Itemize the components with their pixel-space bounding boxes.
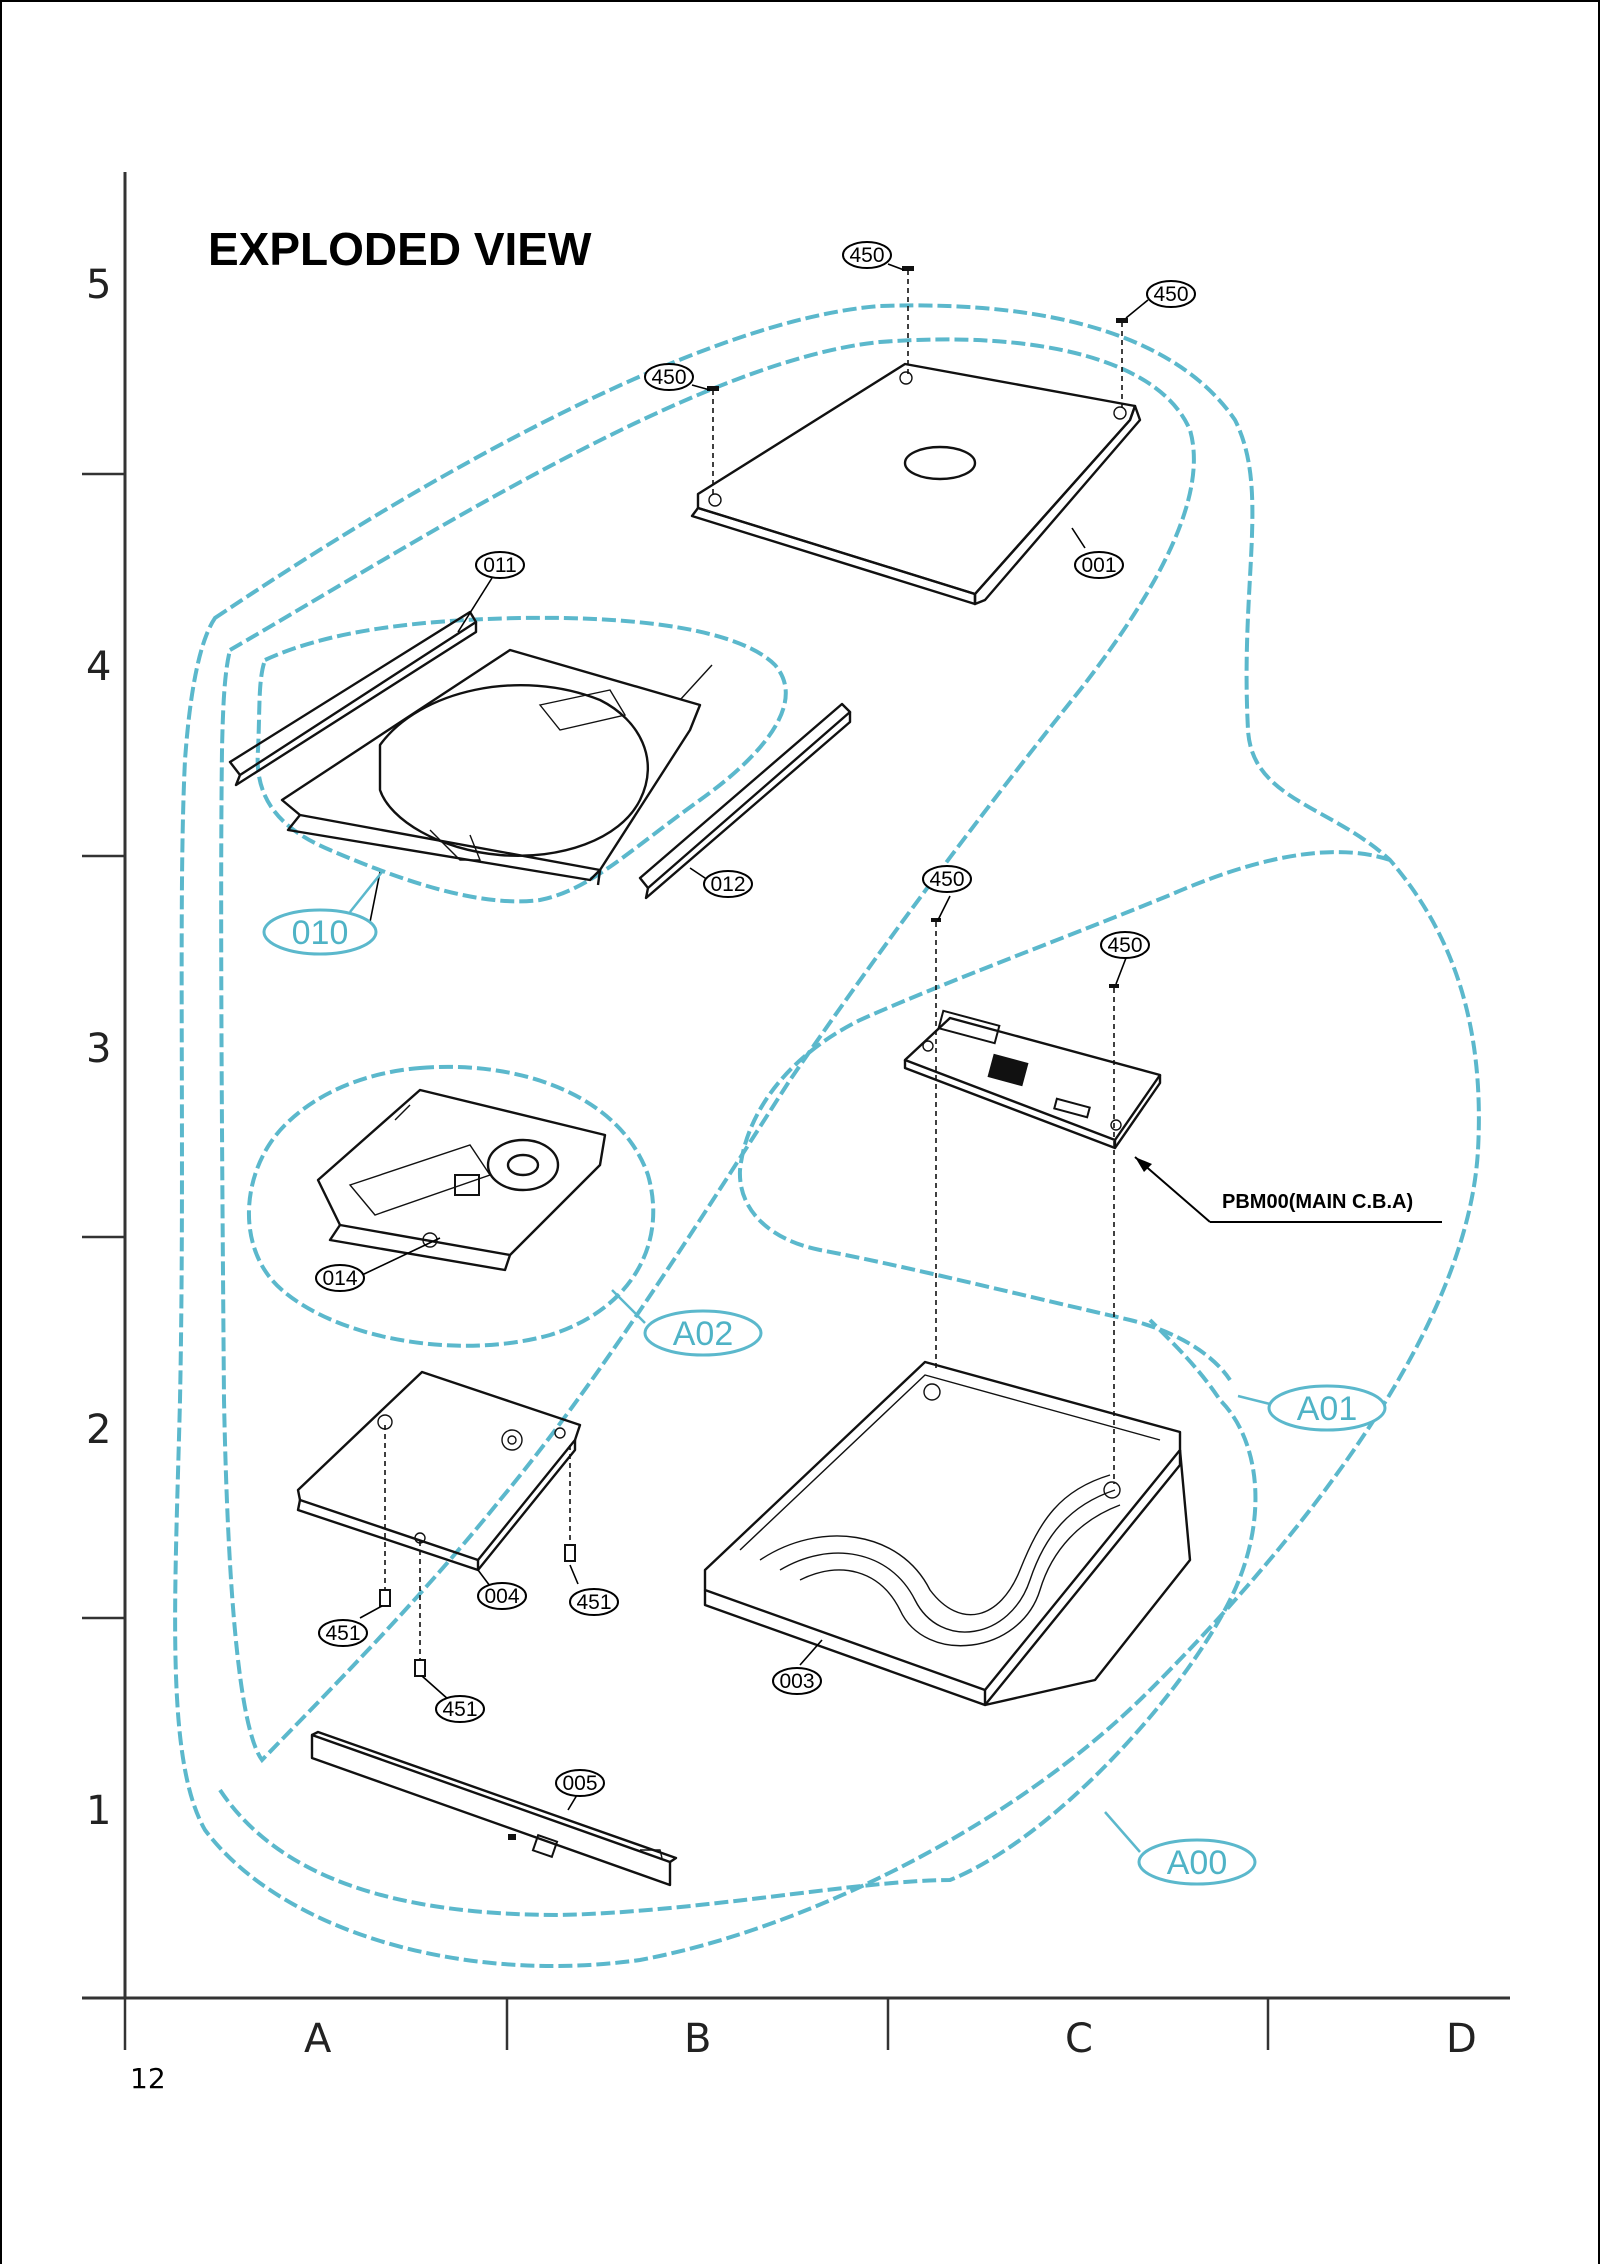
callout-pcb-screw-450-2: 450: [1100, 931, 1150, 959]
svg-text:011: 011: [483, 554, 516, 577]
callout-pickup-014: 014: [315, 1264, 365, 1292]
svg-text:450: 450: [1107, 934, 1142, 957]
svg-text:004: 004: [484, 1585, 519, 1608]
group-boundary-010: [255, 615, 788, 904]
row-label-1: 1: [86, 1788, 111, 1834]
svg-text:014: 014: [322, 1267, 357, 1290]
svg-text:A02: A02: [673, 1315, 734, 1353]
column-label-a: A: [304, 2016, 332, 2062]
callout-screw-451-2: 451: [318, 1619, 368, 1647]
svg-text:010: 010: [292, 914, 349, 952]
callout-rail-011: 011: [475, 551, 525, 579]
callout-group-a00: A00: [1137, 1838, 1257, 1886]
callout-screw-450-top-1: 450: [842, 241, 892, 269]
pcb-leader: [1134, 1156, 1442, 1223]
callout-screw-450-top-3: 450: [644, 363, 694, 391]
callout-bezel-005: 005: [555, 1769, 605, 1797]
svg-text:450: 450: [929, 868, 964, 891]
callout-group-a01: A01: [1267, 1384, 1387, 1432]
callout-group-a02: A02: [643, 1309, 763, 1357]
leader-010: [349, 871, 383, 913]
svg-text:012: 012: [710, 873, 745, 896]
screw-450-top-group: [707, 266, 1128, 498]
top-cover-part-001: [690, 362, 1142, 606]
column-label-d: D: [1446, 2016, 1477, 2062]
group-boundary-a02: [246, 1064, 656, 1348]
leader-a01: [1237, 1394, 1271, 1406]
row-label-2: 2: [86, 1407, 111, 1453]
pickup-part-014: [316, 1088, 607, 1272]
column-label-c: C: [1065, 2016, 1093, 2062]
row-label-4: 4: [86, 644, 111, 690]
row-label-5: 5: [86, 262, 111, 308]
rail-part-012: [638, 702, 852, 900]
callout-rail-012: 012: [703, 870, 753, 898]
chassis-part-003: [703, 1360, 1192, 1707]
callout-screw-451-3: 451: [435, 1695, 485, 1723]
callout-bottom-plate-004: 004: [477, 1582, 527, 1610]
callout-screw-451-1: 451: [569, 1588, 619, 1616]
grid-axes: [82, 172, 1510, 2050]
group-boundary-a00-lower: [218, 1318, 1258, 1918]
group-boundary-a00-outer: [173, 303, 1481, 1968]
group-boundary-a00-inner: [219, 337, 1196, 1764]
svg-text:451: 451: [325, 1622, 360, 1645]
column-label-b: B: [684, 2016, 711, 2062]
svg-text:451: 451: [576, 1591, 611, 1614]
callout-screw-450-top-2: 450: [1146, 280, 1196, 308]
svg-text:005: 005: [562, 1772, 597, 1795]
svg-text:003: 003: [779, 1670, 814, 1693]
svg-text:451: 451: [442, 1698, 477, 1721]
svg-text:450: 450: [651, 366, 686, 389]
page-number: 12: [130, 2062, 166, 2095]
screw-451-group: [379, 1425, 576, 1677]
leader-a02: [611, 1289, 646, 1324]
svg-text:001: 001: [1081, 554, 1116, 577]
page-title: EXPLODED VIEW: [208, 223, 592, 275]
bottom-plate-part-004: [296, 1370, 582, 1572]
row-label-3: 3: [86, 1026, 111, 1072]
callout-pcb-screw-450-1: 450: [922, 865, 972, 893]
main-pcb-pbm00: [903, 1009, 1162, 1150]
tray-part-010: [280, 648, 713, 886]
svg-text:450: 450: [1153, 283, 1188, 306]
bezel-part-005: [310, 1730, 678, 1887]
pcb-label: PBM00(MAIN C.B.A): [1222, 1191, 1413, 1213]
rail-part-011: [228, 610, 478, 787]
svg-text:450: 450: [849, 244, 884, 267]
svg-text:A00: A00: [1167, 1844, 1228, 1882]
leader-a00: [1104, 1811, 1141, 1853]
callout-leaders: [359, 263, 1149, 1811]
svg-text:A01: A01: [1297, 1390, 1358, 1428]
group-boundary-a01: [737, 850, 1391, 1382]
callout-tray-010: 010: [262, 908, 378, 956]
callout-chassis-003: 003: [772, 1667, 822, 1695]
callout-top-cover-001: 001: [1074, 551, 1124, 579]
screw-450-pcb-group: [931, 918, 1119, 1484]
